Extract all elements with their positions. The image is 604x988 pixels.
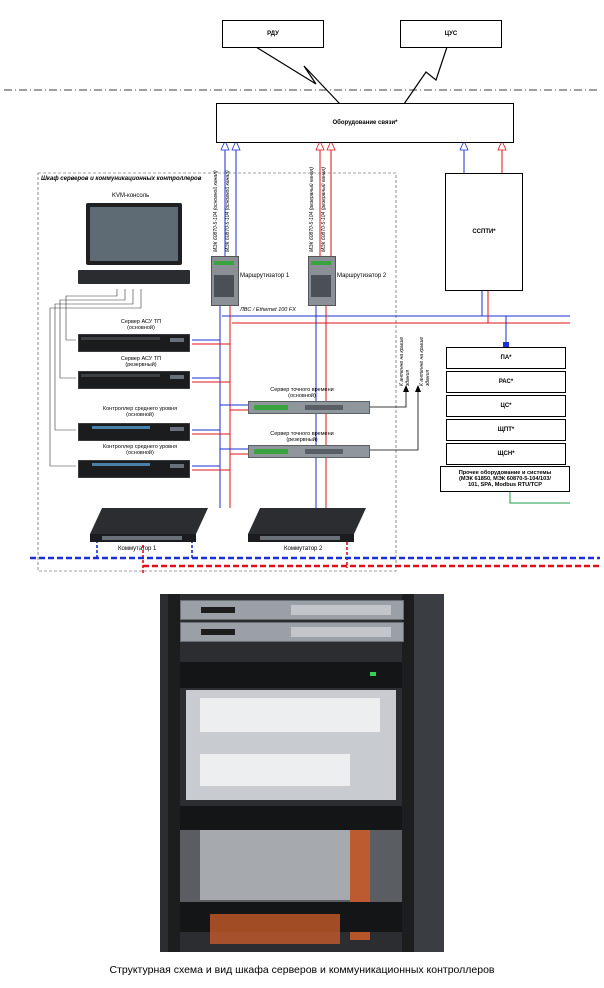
time-server-2-device bbox=[248, 445, 370, 458]
antenna-label-2: К антенне на крыше здания bbox=[419, 336, 431, 386]
switch-2-device bbox=[248, 508, 366, 542]
router-1-device bbox=[211, 256, 239, 306]
right-box-pa: ПА* bbox=[446, 347, 566, 369]
controller-2-label: Контроллер среднего уровня(основной) bbox=[102, 444, 178, 456]
sspti-box: ССПТИ* bbox=[445, 173, 523, 291]
lan-label: ЛВС / Ethernet 100 FX bbox=[240, 307, 296, 313]
controller-1-label: Контроллер среднего уровня(основной) bbox=[102, 406, 178, 418]
cabinet-photo bbox=[160, 594, 444, 952]
switch-2-label: Коммутатор 2 bbox=[284, 546, 323, 552]
diagram-lines bbox=[4, 46, 600, 575]
time-server-1-label: Сервер точного времени(основной) bbox=[270, 387, 334, 399]
comms-equipment-box: Оборудование связи* bbox=[216, 103, 514, 143]
sspti-label: ССПТИ* bbox=[472, 229, 496, 235]
antenna-label-1: К антенне на крыше здания bbox=[399, 336, 411, 386]
router-2-link-label-1: МЭК 60870-5-104 (резервный канал) bbox=[309, 166, 315, 252]
figure-caption: Структурная схема и вид шкафа серверов и… bbox=[109, 964, 495, 976]
server-1-device bbox=[78, 334, 190, 352]
other-systems-box: Прочее оборудование и системы (МЭК 61850… bbox=[440, 466, 570, 492]
router-1-label: Маршрутизатор 1 bbox=[240, 273, 290, 279]
right-box-shsn: ЩСН* bbox=[446, 443, 566, 465]
time-server-2-label: Сервер точного времени(резервный) bbox=[270, 431, 334, 443]
server-2-device bbox=[78, 371, 190, 389]
router-1-link-label-1: МЭК 60870-5-104 (основной канал) bbox=[213, 170, 219, 252]
right-box-ras: РАС* bbox=[446, 371, 566, 393]
kvm-monitor bbox=[86, 203, 182, 265]
tsus-label: ЦУС bbox=[444, 31, 458, 37]
right-box-shpt: ЩПТ* bbox=[446, 419, 566, 441]
controller-1-device bbox=[78, 423, 190, 441]
router-2-label: Маршрутизатор 2 bbox=[337, 273, 387, 279]
server-2-label: Сервер АСУ ТП(резервный) bbox=[120, 356, 162, 368]
rdu-box: РДУ bbox=[222, 20, 324, 48]
right-box-cs: ЦС* bbox=[446, 395, 566, 417]
kvm-label: KVM-консоль bbox=[112, 193, 150, 199]
switch-1-device bbox=[90, 508, 208, 542]
switch-1-label: Коммутатор 1 bbox=[118, 546, 157, 552]
server-1-label: Сервер АСУ ТП(основной) bbox=[120, 319, 162, 331]
cabinet-title: Шкаф серверов и коммуникационных контрол… bbox=[41, 176, 202, 182]
router-2-device bbox=[308, 256, 336, 306]
rdu-label: РДУ bbox=[267, 31, 279, 37]
kvm-base bbox=[78, 270, 190, 284]
router-2-link-label-2: МЭК 60870-5-104 (резервный канал) bbox=[321, 166, 327, 252]
controller-2-device bbox=[78, 460, 190, 478]
router-1-link-label-2: МЭК 60870-5-104 (основной канал) bbox=[225, 170, 231, 252]
tsus-box: ЦУС bbox=[400, 20, 502, 48]
comms-equipment-label: Оборудование связи* bbox=[332, 120, 398, 126]
time-server-1-device bbox=[248, 401, 370, 414]
